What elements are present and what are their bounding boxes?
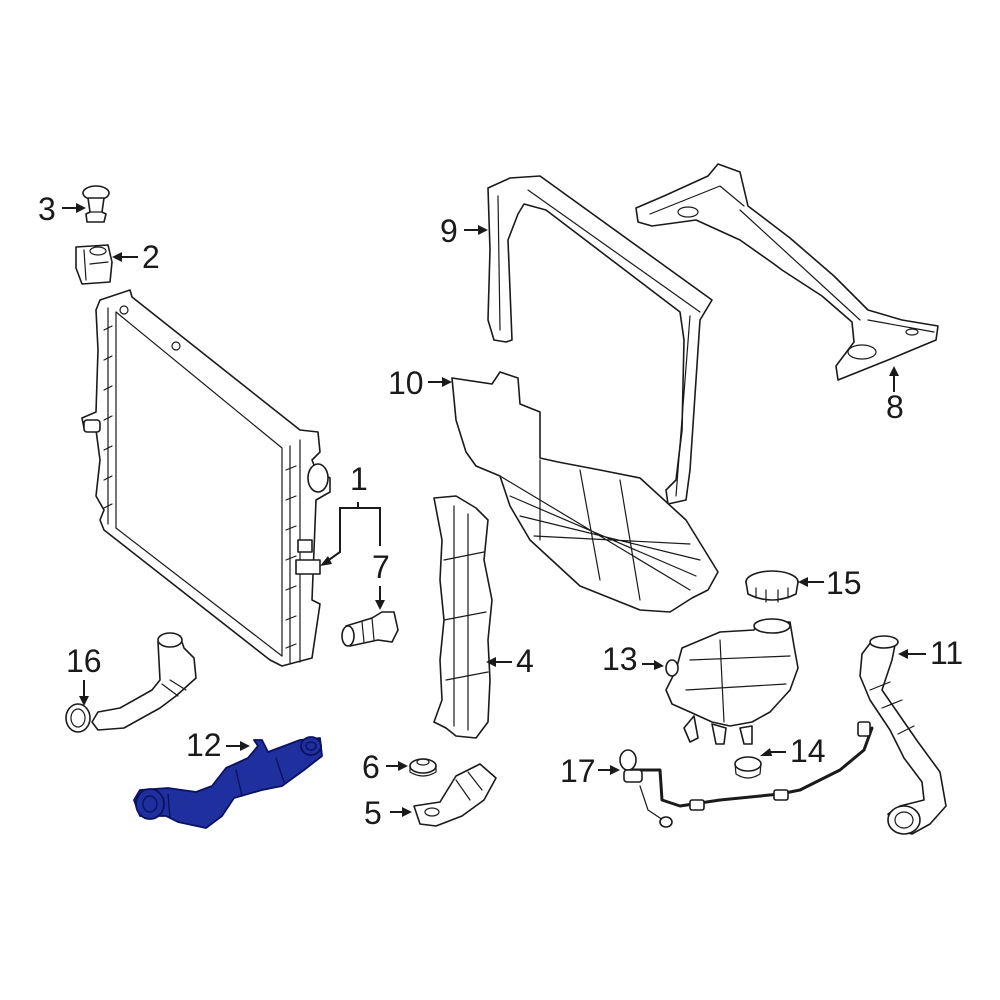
callout-14: 14 [790,733,826,769]
part-1-radiator [81,289,331,667]
callout-8: 8 [886,389,904,425]
callout-6: 6 [362,749,380,785]
callout-15: 15 [826,565,862,601]
callout-11: 11 [930,635,963,671]
callout-16: 16 [66,643,102,679]
callout-2: 2 [142,239,160,275]
part-2-bushing [75,244,113,285]
callout-5: 5 [364,795,382,831]
part-13-expansion-tank [665,618,799,745]
part-3-clip [82,185,110,223]
callout-4: 4 [516,643,534,679]
part-14-grommet [734,756,762,779]
callout-12: 12 [186,727,222,763]
part-4-air-guide [433,495,493,739]
callout-1: 1 [350,461,368,497]
part-8-cross-member [635,163,939,381]
callout-10: 10 [388,365,424,401]
part-15-cap [745,570,799,603]
part-6-grommet [409,758,437,777]
part-16-hose [65,632,197,733]
part-11-hose [859,635,947,835]
leader-lines [62,203,926,817]
part-7-drain-plug [341,611,399,647]
callout-17: 17 [560,753,596,789]
part-10-air-shutter [451,371,719,613]
callout-3: 3 [38,191,56,227]
part-5-bracket [413,763,497,827]
callout-7: 7 [372,549,390,585]
part-17-sensor-line [619,721,874,828]
callout-13: 13 [602,641,638,677]
callout-labels: 3 2 9 10 8 1 7 15 11 16 13 4 12 6 14 17 … [38,191,963,831]
part-9-shroud-frame [487,175,713,505]
callout-9: 9 [440,213,458,249]
part-12-hose-highlighted [133,736,323,829]
